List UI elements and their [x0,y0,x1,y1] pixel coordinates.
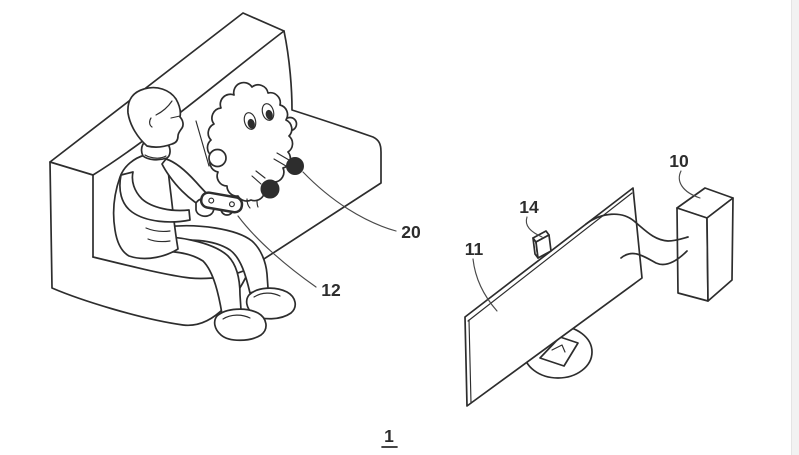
person-near-slipper [213,308,267,342]
cable-upper [585,213,689,242]
person-neckline [144,154,167,159]
person-far-slipper-band [253,292,281,298]
person-near-slipper-band [222,314,251,320]
game-controller [199,191,244,214]
reference-labels: 10 14 11 20 12 1 [321,151,689,448]
console-right-face [706,197,734,302]
robot-hand-lower [260,179,280,199]
camera-front-face [535,234,552,259]
robot-pupil-right [265,109,273,120]
person-waist-fold-1 [145,227,171,232]
robot-eye-right [261,103,275,121]
person-far-slipper [245,287,297,320]
couch-left-end-top-edge [49,161,94,176]
reference-label-display: 11 [465,239,484,259]
person-waist-fold-2 [147,238,171,243]
cables [585,213,689,266]
reference-label-robot: 20 [401,222,421,242]
robot-pupil-left [247,118,255,129]
robot-arm-stick-upper [273,152,290,167]
leader-20 [302,171,397,232]
tv-stand-neck-detail [551,344,566,353]
reference-label-camera: 14 [519,197,539,217]
robot-foot-stubs [246,198,259,209]
robot-hand-upper [286,157,304,175]
robot-eye-left [243,112,257,130]
seated-person [112,86,297,342]
person-hairline [155,100,173,116]
leader-14 [525,216,543,238]
console-device [676,187,734,302]
couch-seat-corner-crease [195,120,210,167]
leader-12 [237,215,317,288]
leader-10 [678,170,701,199]
couch-backrest-top-edge [92,30,285,176]
console-front-face [676,207,709,302]
figure-number: 1 [384,426,394,446]
leader-11 [472,258,498,312]
leader-lines [237,170,701,312]
robot-pom [208,148,227,168]
controller-button-right [228,201,235,208]
robot-companion [206,81,304,209]
robot-arm-stick-lower [251,170,266,185]
tv-stand-neck [539,336,579,367]
reference-label-console: 10 [669,151,689,171]
cable-lower [620,250,688,266]
person-glasses [170,115,181,119]
person-head [127,86,184,148]
page-edge-strip [791,0,799,455]
tv-panel [464,187,643,407]
controller-button-left [208,197,215,204]
person-near-arm [119,171,191,223]
reference-label-controller: 12 [321,280,341,300]
tv-bezel-left [468,319,472,404]
person-ear [149,117,153,128]
